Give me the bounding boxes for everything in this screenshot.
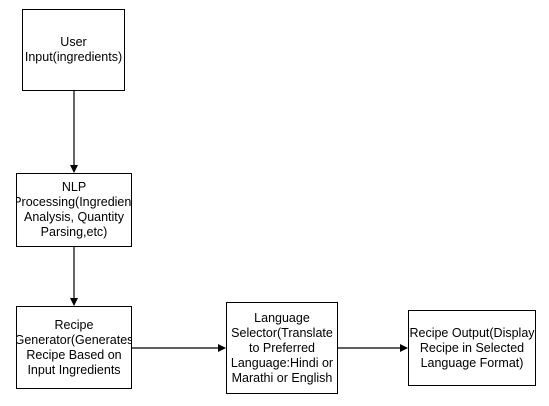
recipe-output-label: Recipe Output(Display Recipe in Selected… [409, 325, 535, 370]
nlp-processing-label: NLP Processing(Ingredient Analysis, Quan… [16, 180, 132, 239]
user-input-node: User Input(ingredients) [22, 9, 125, 91]
language-selector-node: Language Selector(Translate to Preferred… [226, 302, 338, 394]
user-input-label: User Input(ingredients) [24, 35, 123, 64]
nlp-processing-node: NLP Processing(Ingredient Analysis, Quan… [16, 173, 132, 247]
language-selector-label: Language Selector(Translate to Preferred… [230, 310, 334, 385]
recipe-generator-node: Recipe Generator(Generates Recipe Based … [16, 306, 132, 389]
recipe-output-node: Recipe Output(Display Recipe in Selected… [408, 310, 536, 386]
recipe-generator-label: Recipe Generator(Generates Recipe Based … [16, 317, 132, 377]
